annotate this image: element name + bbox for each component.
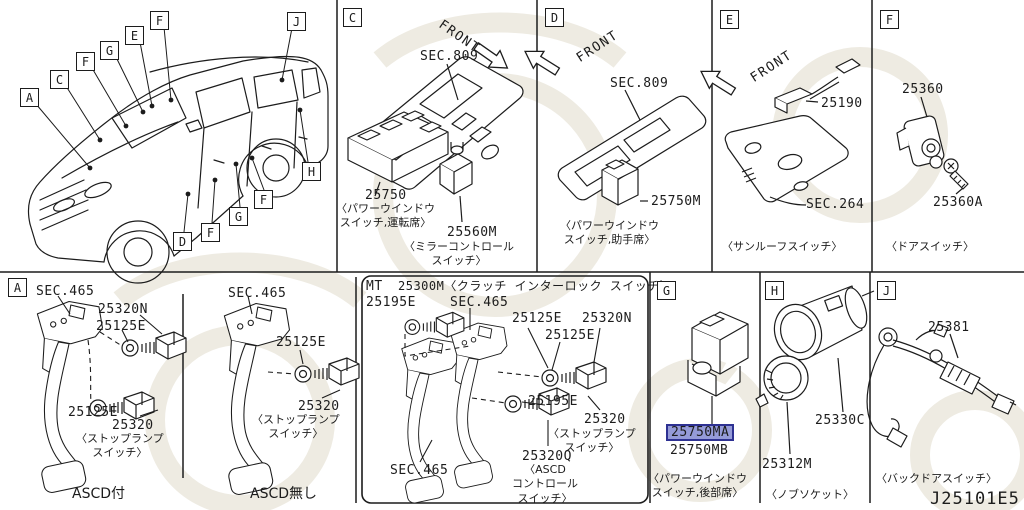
part-number-25320-mt[interactable]: 25320 — [584, 412, 626, 427]
panel-f-art — [896, 96, 969, 195]
panel-e-art — [724, 58, 861, 206]
car-callout-f3: F — [201, 223, 220, 242]
part-number-25750MB[interactable]: 25750MB — [670, 443, 729, 458]
car-illustration — [27, 26, 329, 284]
caption-power-window-passenger: 〈パワーウインドウ スイッチ,助手席〉 — [560, 219, 659, 247]
car-callout-c: C — [50, 70, 69, 89]
part-number-25320-a[interactable]: 25320 — [112, 418, 154, 433]
section-ref-465-mt-top[interactable]: SEC.465 — [450, 295, 509, 310]
section-ref-465-mt-bottom[interactable]: SEC.465 — [390, 463, 449, 478]
car-callout-e: E — [125, 26, 144, 45]
front-arrow-e — [700, 70, 737, 96]
panel-h-art — [755, 285, 875, 455]
car-callout-d: D — [173, 232, 192, 251]
part-number-25320-a2[interactable]: 25320 — [298, 399, 340, 414]
car-callout-h: H — [302, 162, 321, 181]
panel-d-letter: D — [545, 8, 564, 27]
caption-stop-lamp-a: 〈ストップランプ スイッチ〉 — [76, 432, 164, 460]
section-ref-465-a[interactable]: SEC.465 — [36, 284, 95, 299]
part-number-25320Q[interactable]: 25320Q — [522, 449, 572, 464]
panel-j-letter: J — [877, 281, 896, 300]
part-number-25320N-mt[interactable]: 25320N — [582, 311, 632, 326]
variant-label-ascd: ASCD付 — [72, 486, 126, 502]
section-ref-809-c[interactable]: SEC.809 — [420, 49, 479, 64]
car-callout-f4: F — [254, 190, 273, 209]
selected-part-highlight[interactable]: 25750MA — [666, 424, 735, 441]
caption-power-window-rear: 〈パワーウインドウ スイッチ,後部席〉 — [648, 472, 747, 500]
part-number-25125E-a2[interactable]: 25125E — [276, 335, 326, 350]
caption-sunroof-switch: 〈サンルーフスイッチ〉 — [722, 240, 843, 253]
front-arrow-d — [524, 50, 561, 76]
caption-ascd-control: 〈ASCD コントロール スイッチ〉 — [512, 463, 578, 505]
car-callout-f1: F — [76, 52, 95, 71]
car-callout-a: A — [20, 88, 39, 107]
panel-c-letter: C — [343, 8, 362, 27]
part-number-25381[interactable]: 25381 — [928, 320, 970, 335]
panel-d-art — [557, 89, 707, 206]
part-number-25750M[interactable]: 25750M — [651, 194, 701, 209]
caption-stop-lamp-a2: 〈ストップランプ スイッチ〉 — [252, 413, 340, 441]
part-number-25320N-a[interactable]: 25320N — [98, 302, 148, 317]
car-callout-j: J — [287, 12, 306, 31]
panel-c-art — [347, 56, 524, 223]
part-number-25750[interactable]: 25750 — [365, 188, 407, 203]
caption-back-door-switch: 〈バックドアスイッチ〉 — [876, 472, 997, 485]
part-number-25195E-lower[interactable]: 25195E — [528, 394, 578, 409]
section-ref-809-d[interactable]: SEC.809 — [610, 76, 669, 91]
section-ref-465-a2[interactable]: SEC.465 — [228, 286, 287, 301]
part-number-25560M[interactable]: 25560M — [447, 225, 497, 240]
part-number-25360A[interactable]: 25360A — [933, 195, 983, 210]
panel-f-letter: F — [880, 10, 899, 29]
panel-a-art — [36, 295, 187, 495]
car-callout-f2: F — [150, 11, 169, 30]
caption-power-window-driver: 〈パワーウインドウ スイッチ,運転席〉 — [336, 202, 435, 230]
part-number-25330C[interactable]: 25330C — [815, 413, 865, 428]
caption-knob-socket: 〈ノブソケット〉 — [766, 488, 854, 501]
car-callout-g2: G — [229, 207, 248, 226]
car-callout-g1: G — [100, 41, 119, 60]
transmission-label-mt: MT — [366, 279, 383, 294]
part-number-25312M[interactable]: 25312M — [762, 457, 812, 472]
caption-door-switch: 〈ドアスイッチ〉 — [886, 240, 974, 253]
panel-g-art — [687, 311, 749, 424]
part-number-25190[interactable]: 25190 — [821, 96, 863, 111]
panel-e-letter: E — [720, 10, 739, 29]
caption-stop-lamp-mt: 〈ストップランプ スイッチ〉 — [548, 427, 636, 455]
part-number-25125E-mt-upper[interactable]: 25125E — [512, 311, 562, 326]
panel-j-art — [866, 323, 1017, 448]
section-ref-264[interactable]: SEC.264 — [806, 197, 865, 212]
part-number-25360[interactable]: 25360 — [902, 82, 944, 97]
caption-mirror-control: 〈ミラーコントロール スイッチ〉 — [404, 240, 514, 268]
front-arrow-c — [473, 42, 509, 69]
panel-a-letter: A — [8, 278, 27, 297]
part-number-25750MA-selected[interactable]: 25750MA — [666, 424, 735, 441]
diagram-code: J25101E5 — [930, 489, 1020, 509]
part-number-25195E-upper[interactable]: 25195E — [366, 295, 416, 310]
panel-g-letter: G — [657, 281, 676, 300]
part-number-25125E-a-lower[interactable]: 25125E — [68, 405, 118, 420]
panel-h-letter: H — [765, 281, 784, 300]
variant-label-no-ascd: ASCD無し — [250, 486, 318, 502]
part-number-25300M[interactable]: 25300M〈クラッチ インターロック スイッチ〉 — [398, 279, 673, 293]
panel-a-no-ascd-art — [223, 295, 360, 497]
panel-mt-art — [401, 308, 607, 505]
part-number-25125E-mt-lower[interactable]: 25125E — [545, 328, 595, 343]
part-number-25125E-a-upper[interactable]: 25125E — [96, 319, 146, 334]
